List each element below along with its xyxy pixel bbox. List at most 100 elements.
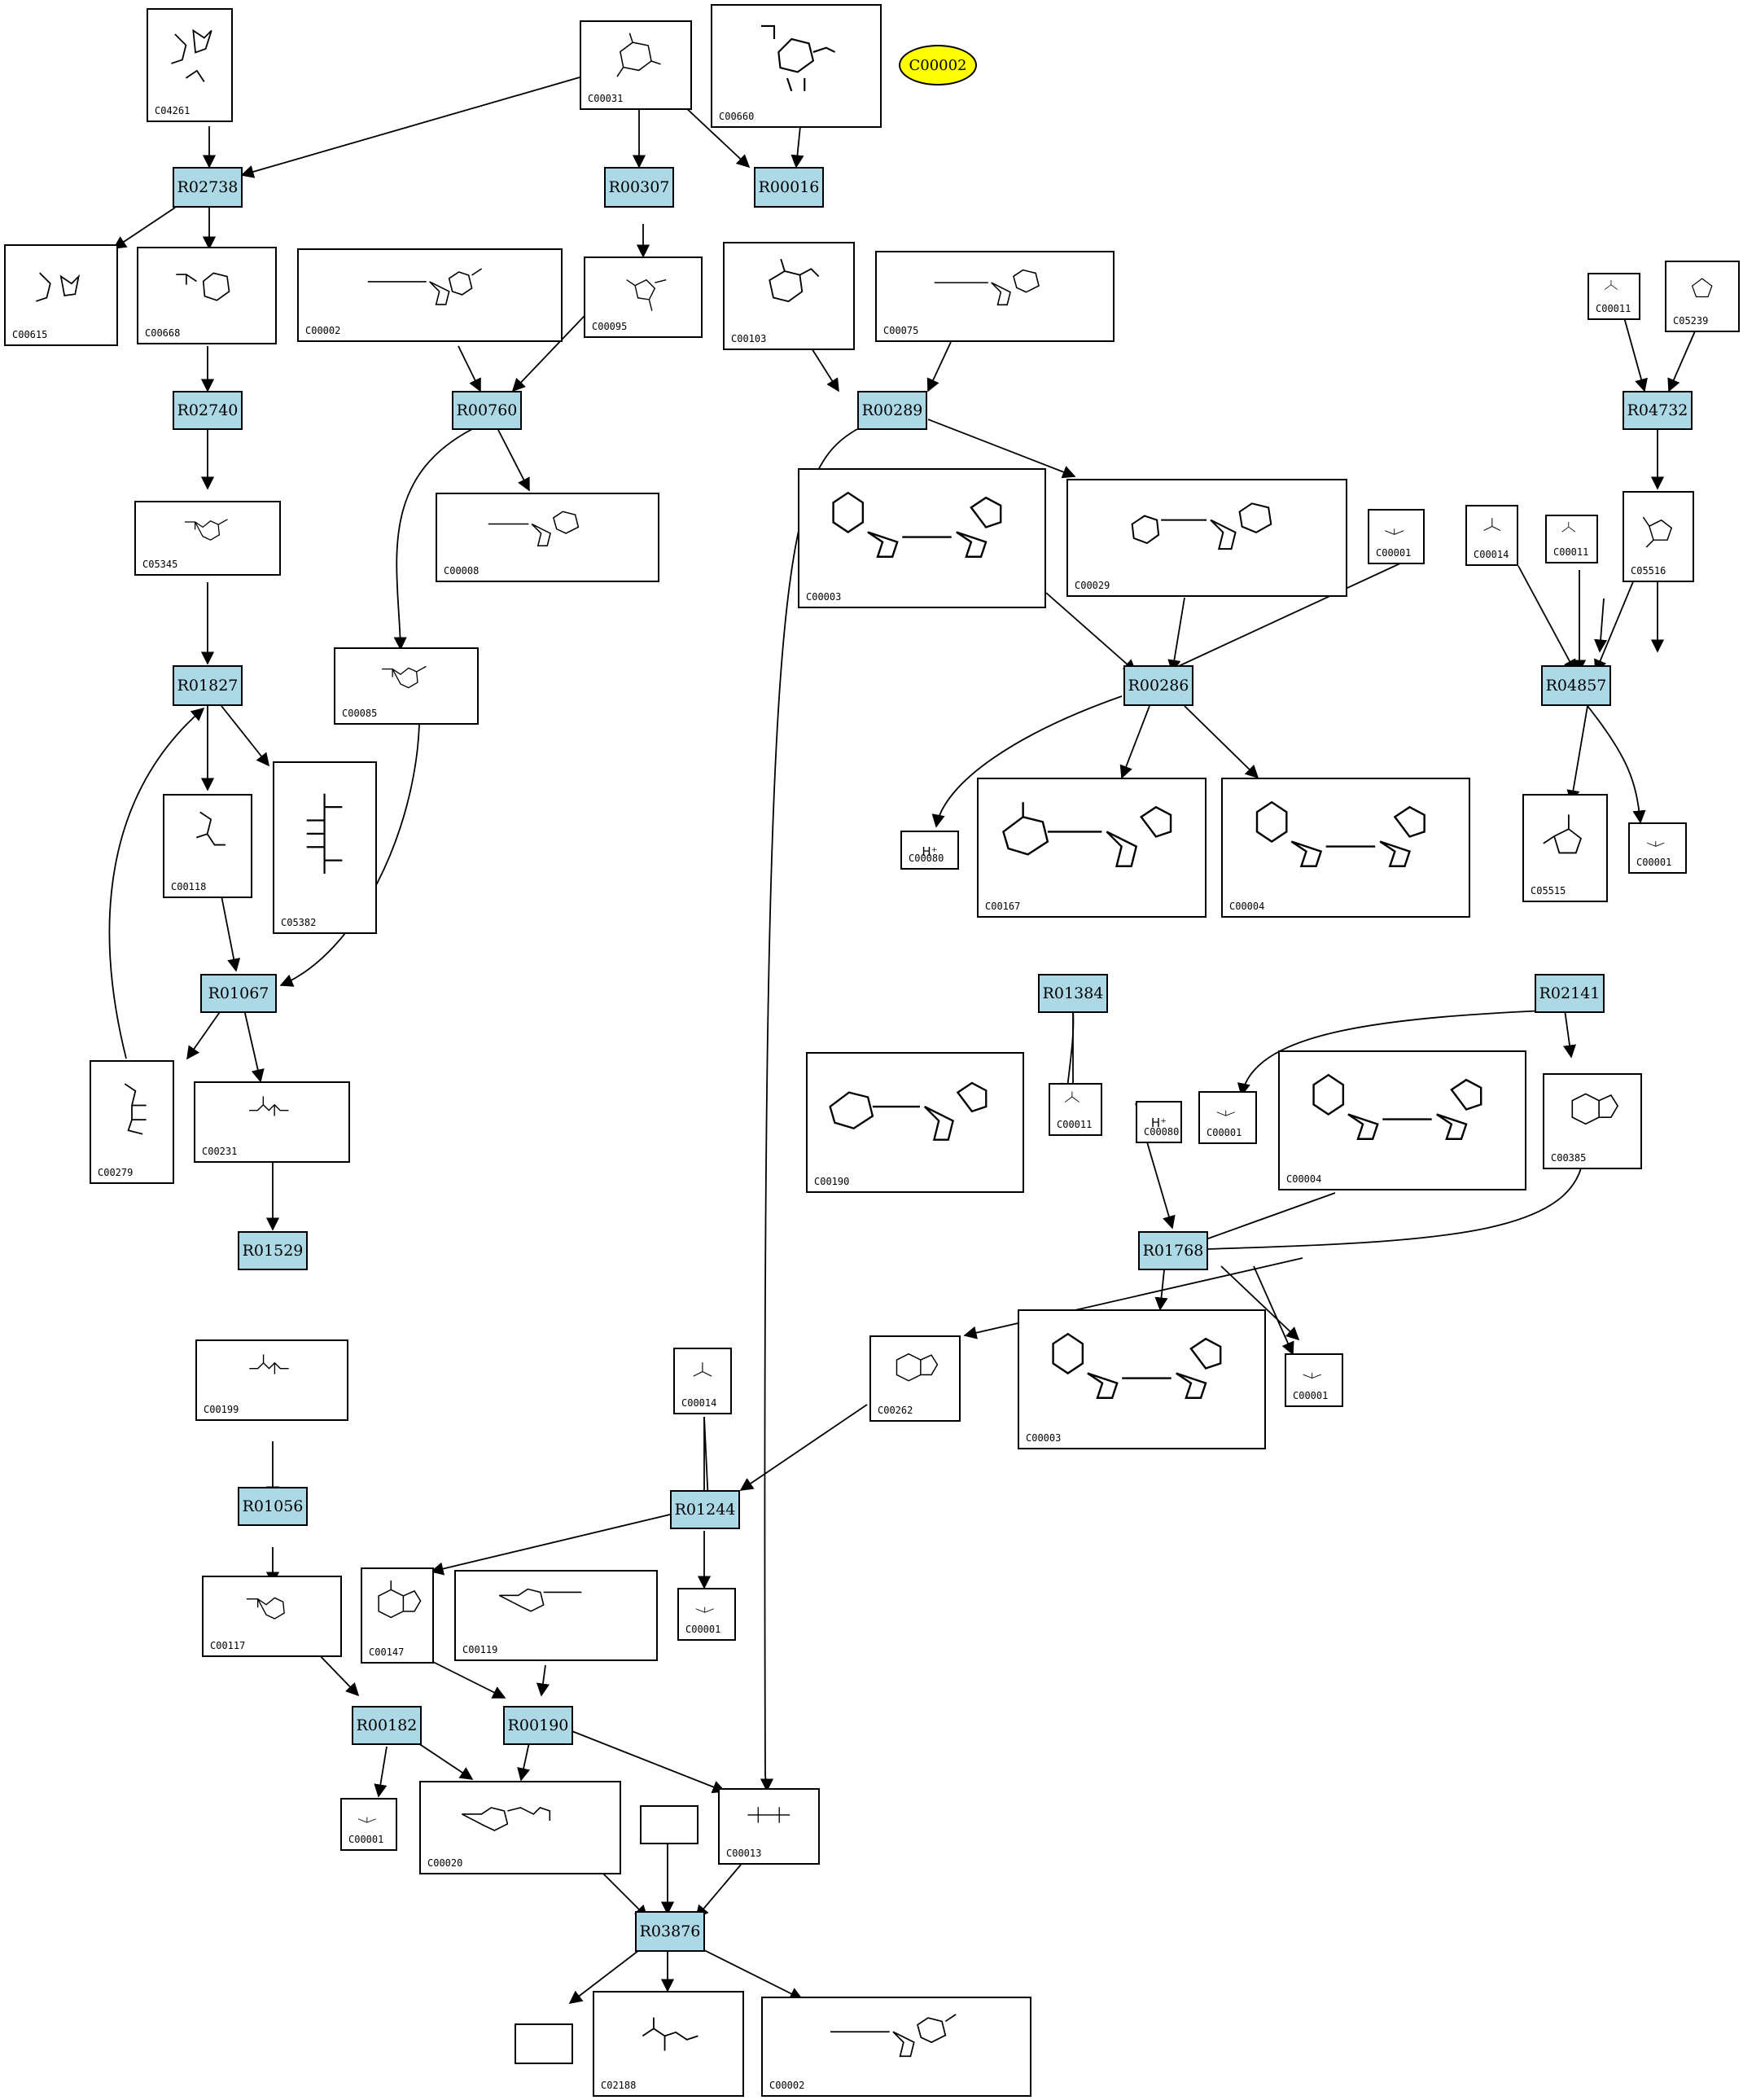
compound-box[interactable]: C00031 [580, 20, 692, 110]
compound-box[interactable]: C00190 [806, 1052, 1024, 1193]
reaction-node[interactable]: R01827 [173, 665, 243, 706]
molecule-structure-icon [616, 33, 661, 77]
edge [1594, 579, 1635, 673]
compound-box[interactable] [640, 1805, 699, 1844]
compound-box[interactable]: H⁺C00080 [1136, 1101, 1182, 1143]
compound-box[interactable]: C05515 [1522, 794, 1608, 902]
compound-box[interactable]: C05345 [134, 501, 281, 576]
edge [701, 1416, 715, 1504]
molecule-structure-icon [124, 1083, 147, 1135]
molecule-structure-icon [307, 794, 343, 875]
edge [703, 1949, 804, 2000]
compound-box[interactable]: C00014 [673, 1348, 732, 1414]
molecule-structure-icon [1132, 502, 1272, 550]
compound-box[interactable]: C00001 [1198, 1091, 1257, 1144]
reaction-node[interactable]: R02740 [173, 391, 243, 430]
molecule-structure-icon [1001, 802, 1171, 868]
edge [1623, 317, 1648, 392]
compound-box[interactable]: C00004 [1278, 1050, 1526, 1190]
reaction-node[interactable]: R01056 [238, 1487, 308, 1526]
compound-box[interactable]: C00003 [798, 468, 1046, 608]
reaction-node[interactable]: R02141 [1535, 974, 1605, 1013]
edge [430, 1514, 671, 1576]
compound-box[interactable]: C00147 [361, 1567, 434, 1664]
reaction-node[interactable]: R00760 [452, 391, 522, 430]
compound-box[interactable]: H⁺C00080 [900, 831, 959, 870]
compound-box[interactable]: C00001 [1628, 822, 1687, 874]
compound-box[interactable]: C05516 [1623, 491, 1694, 582]
compound-box[interactable]: C00008 [436, 493, 659, 582]
reaction-node[interactable]: R02738 [173, 167, 243, 208]
compound-box[interactable]: C00075 [875, 251, 1115, 342]
compound-box[interactable]: C00002 [761, 1997, 1031, 2097]
compound-box[interactable]: C00095 [584, 256, 703, 338]
edge [1517, 565, 1576, 673]
compound-box[interactable]: C00085 [334, 647, 479, 725]
edge [683, 105, 751, 169]
molecule-structure-icon [1312, 1073, 1482, 1141]
edge [112, 207, 176, 249]
compound-box[interactable]: C00279 [90, 1060, 174, 1184]
compound-box[interactable]: C05239 [1665, 261, 1740, 332]
compound-box[interactable]: C00117 [202, 1576, 342, 1657]
compound-box[interactable]: C00103 [723, 242, 855, 350]
edge [517, 1742, 531, 1782]
reaction-node[interactable]: R03876 [635, 1911, 705, 1952]
molecule-structure-icon [382, 666, 427, 689]
compound-box[interactable]: C00001 [677, 1588, 736, 1641]
compound-box[interactable]: C00001 [1285, 1353, 1343, 1407]
compound-box[interactable]: C00199 [195, 1339, 348, 1421]
compound-box[interactable]: C00119 [454, 1570, 658, 1661]
edge [1562, 1009, 1577, 1059]
compound-box[interactable]: C00029 [1066, 479, 1347, 597]
molecule-structure-icon [1642, 517, 1673, 549]
compound-box[interactable]: C00001 [1368, 509, 1425, 564]
edge [927, 419, 1076, 479]
compound-box[interactable] [515, 2023, 573, 2064]
molecule-structure-icon [896, 1353, 939, 1382]
compound-box[interactable]: C00385 [1543, 1073, 1642, 1169]
compound-box[interactable]: C00262 [869, 1335, 961, 1422]
reaction-node[interactable]: R00182 [352, 1706, 422, 1745]
compound-box[interactable]: C00004 [1221, 778, 1470, 918]
reaction-node[interactable]: R01244 [670, 1490, 740, 1529]
compound-box[interactable]: C00020 [419, 1781, 621, 1874]
reaction-node[interactable]: R00190 [503, 1706, 573, 1745]
compound-box[interactable]: C05382 [273, 761, 377, 934]
compound-box[interactable]: C04261 [147, 8, 233, 122]
reaction-node[interactable]: R00286 [1123, 665, 1193, 706]
edge [458, 345, 481, 392]
compound-box[interactable]: C00014 [1465, 505, 1518, 566]
compound-box[interactable]: C00660 [711, 4, 882, 128]
edge [374, 1746, 388, 1798]
compound-box[interactable]: C00011 [1545, 515, 1598, 563]
edge [393, 428, 473, 651]
reaction-node[interactable]: R00289 [857, 391, 927, 430]
edge [1220, 1265, 1300, 1341]
molecule-structure-icon [461, 1806, 550, 1831]
reaction-node[interactable]: R00016 [754, 167, 824, 208]
compound-box[interactable]: C00011 [1049, 1083, 1102, 1136]
compound-box[interactable]: C00011 [1588, 273, 1640, 320]
molecule-structure-icon [357, 1817, 376, 1823]
compound-box[interactable]: C00118 [163, 794, 252, 898]
compound-box[interactable]: C00003 [1018, 1309, 1266, 1449]
reaction-node[interactable]: R04732 [1623, 391, 1693, 430]
pathway-compound-ellipse[interactable]: C00002 [899, 45, 977, 85]
molecule-structure-icon [642, 2017, 699, 2051]
reaction-node[interactable]: R01384 [1038, 974, 1108, 1013]
compound-box[interactable]: C00167 [977, 778, 1207, 918]
compound-box[interactable]: C00002 [297, 248, 563, 342]
reaction-node[interactable]: R04857 [1541, 665, 1611, 706]
compound-box[interactable]: C00001 [340, 1798, 397, 1851]
compound-box[interactable]: C00668 [137, 247, 277, 344]
compound-box[interactable]: C00231 [194, 1081, 350, 1163]
edge [568, 1949, 640, 2004]
compound-box[interactable]: C00615 [4, 244, 118, 346]
reaction-node[interactable]: R01529 [238, 1231, 308, 1270]
compound-box[interactable]: C00013 [718, 1788, 820, 1865]
compound-box[interactable]: C02188 [593, 1991, 744, 2097]
reaction-node[interactable]: R01768 [1138, 1231, 1208, 1270]
reaction-node[interactable]: R00307 [604, 167, 674, 208]
reaction-node[interactable]: R01067 [200, 974, 277, 1013]
